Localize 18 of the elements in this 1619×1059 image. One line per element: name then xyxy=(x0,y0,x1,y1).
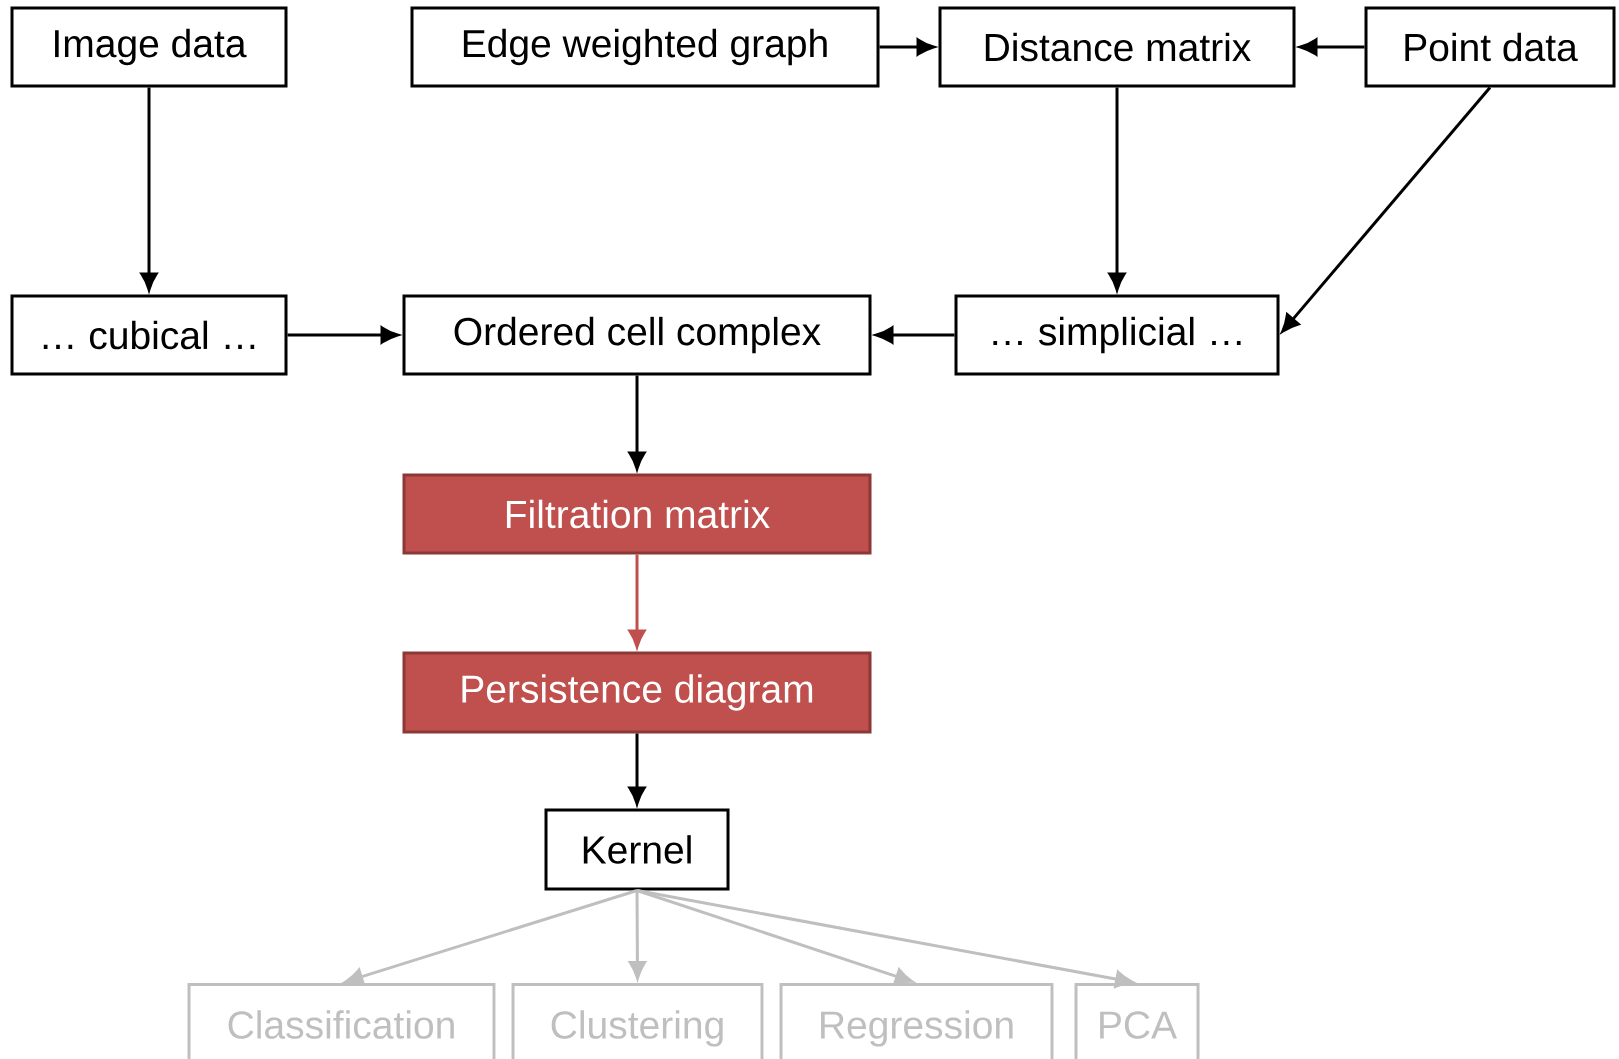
process-box: Filtration matrix xyxy=(402,473,872,555)
process-box: Edge weighted graph xyxy=(410,6,880,88)
process-box: Clustering xyxy=(511,983,764,1059)
process-box: Ordered cell complex xyxy=(402,294,872,376)
process-box: Persistence diagram xyxy=(402,651,872,734)
process-box: … simplicial … xyxy=(954,294,1280,376)
process-box: Kernel xyxy=(544,808,730,891)
process-box: Distance matrix xyxy=(938,6,1296,88)
arrow xyxy=(636,889,914,985)
process-box: Classification xyxy=(187,983,496,1059)
process-box: Point data xyxy=(1364,6,1616,88)
process-box: … cubical … xyxy=(10,294,288,376)
arrow xyxy=(344,889,638,986)
process-box: PCA xyxy=(1074,983,1200,1059)
process-box: Regression xyxy=(779,983,1054,1059)
process-box: Image data xyxy=(10,6,288,88)
arrow xyxy=(636,889,1134,988)
arrow xyxy=(1281,86,1492,333)
